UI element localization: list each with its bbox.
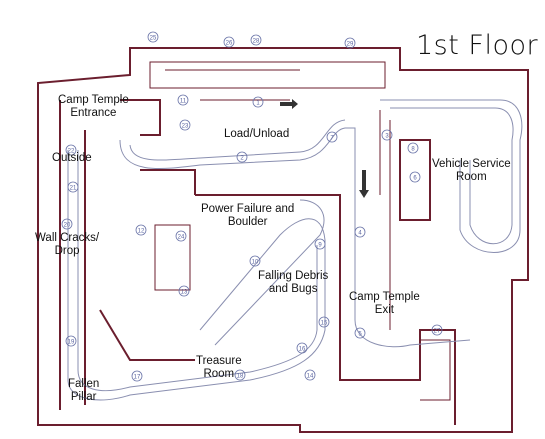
location-marker: 10 xyxy=(252,260,259,266)
location-marker: 23 xyxy=(182,124,189,130)
label-power-failure-and-boulder: Power Failure and Boulder xyxy=(201,203,295,228)
marker-rings xyxy=(61,31,443,382)
ride-track xyxy=(67,99,523,401)
location-marker: 19 xyxy=(68,340,75,346)
location-marker: 22 xyxy=(68,149,75,155)
location-marker: 25 xyxy=(150,36,157,42)
label-falling-debris-and-bugs: Falling Debris and Bugs xyxy=(258,270,329,295)
location-marker: 20 xyxy=(64,223,71,229)
inner-walls xyxy=(149,61,451,401)
location-marker: 9 xyxy=(318,243,322,249)
location-marker: 16 xyxy=(299,347,306,353)
location-marker: 1 xyxy=(256,101,260,107)
label-load-unload: Load/Unload xyxy=(224,128,290,140)
location-marker: 11 xyxy=(180,99,187,105)
location-marker: 7 xyxy=(330,136,334,142)
location-marker: 26 xyxy=(226,41,233,47)
location-marker: 8 xyxy=(411,147,415,153)
label-outside: Outside xyxy=(52,152,92,164)
label-wall-cracks-drop: Wall Cracks/ Drop xyxy=(35,232,100,257)
label-treasure-room: Treasure Room xyxy=(196,355,242,380)
location-marker: 28 xyxy=(253,39,260,45)
location-marker: 17 xyxy=(134,375,141,381)
label-vehicle-service-room: Vehicle Service Room xyxy=(432,158,511,183)
location-marker: 4 xyxy=(358,231,362,237)
location-marker: 6 xyxy=(413,176,417,182)
location-marker: 27 xyxy=(434,329,441,335)
label-camp-temple-entrance: Camp Temple Entrance xyxy=(58,94,129,119)
label-camp-temple-exit: Camp Temple Exit xyxy=(349,291,420,316)
label-fallen-pillar: Fallen Pillar xyxy=(68,378,100,403)
building-walls xyxy=(37,47,529,433)
location-marker: 29 xyxy=(347,42,354,48)
location-marker: 14 xyxy=(307,374,314,380)
location-marker: 3 xyxy=(385,134,389,140)
floor-title: 1st Floor xyxy=(416,30,539,61)
location-marker: 13 xyxy=(181,290,188,296)
direction-arrows xyxy=(280,99,369,198)
location-marker: 12 xyxy=(138,229,145,235)
location-marker: 24 xyxy=(178,235,185,241)
location-marker: 2 xyxy=(240,156,244,162)
location-marker: 21 xyxy=(70,186,77,192)
location-marker: 18 xyxy=(237,374,244,380)
location-marker: 5 xyxy=(358,332,362,338)
location-marker: 15 xyxy=(321,321,328,327)
